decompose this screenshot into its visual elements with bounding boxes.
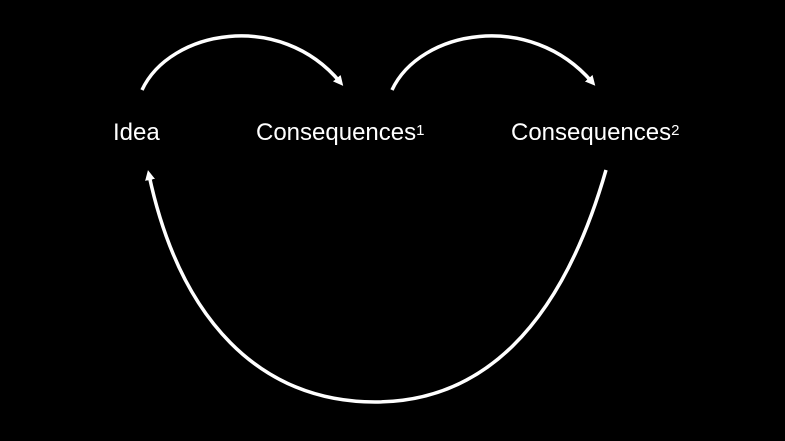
superscript: 2 [671,122,680,139]
arrow-consequences2-to-idea [145,169,608,404]
node-idea: Idea [113,119,160,146]
superscript: 1 [416,122,425,139]
arrow-consequences1-to-consequences2 [390,34,596,91]
arrow-idea-to-consequences1 [140,34,344,91]
node-label: Consequences [256,119,417,146]
node-consequences1: Consequences1 [256,119,424,147]
node-label: Consequences [511,119,672,146]
node-consequences2: Consequences2 [511,119,679,147]
